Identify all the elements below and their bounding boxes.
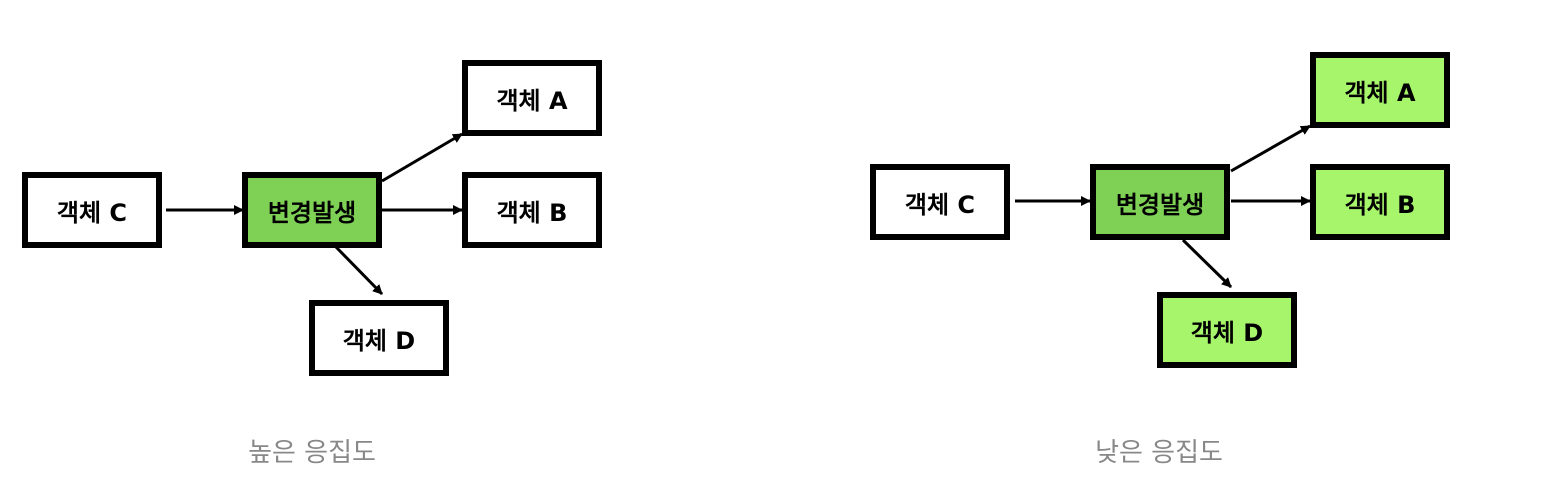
node-object-c: 객체 C <box>22 172 162 248</box>
low-cohesion-edges <box>1015 124 1311 289</box>
high-cohesion-diagram: 객체 C 변경발생 객체 A 객체 B 객체 D 높은 응집도 <box>22 60 602 468</box>
node-change-occurred: 변경발생 <box>242 172 382 248</box>
node-object-c: 객체 C <box>870 164 1010 240</box>
node-change-occurred: 변경발생 <box>1090 164 1230 240</box>
node-object-d: 객체 D <box>1157 292 1297 368</box>
edge-change-to-a <box>1230 124 1311 173</box>
low-cohesion-caption: 낮은 응집도 <box>1095 438 1223 468</box>
high-cohesion-caption: 높은 응집도 <box>248 438 376 468</box>
edge-change-to-d <box>334 245 384 296</box>
node-object-a: 객체 A <box>462 60 602 136</box>
node-object-a: 객체 A <box>1310 52 1450 128</box>
node-object-b: 객체 B <box>1310 164 1450 240</box>
high-cohesion-edges <box>166 132 463 296</box>
low-cohesion-diagram: 객체 C 변경발생 객체 A 객체 B 객체 D 낮은 응집도 <box>773 0 1546 500</box>
edge-change-to-a <box>381 132 463 183</box>
edge-change-to-d <box>1181 238 1233 289</box>
node-object-d: 객체 D <box>309 300 449 376</box>
node-object-b: 객체 B <box>462 172 602 248</box>
